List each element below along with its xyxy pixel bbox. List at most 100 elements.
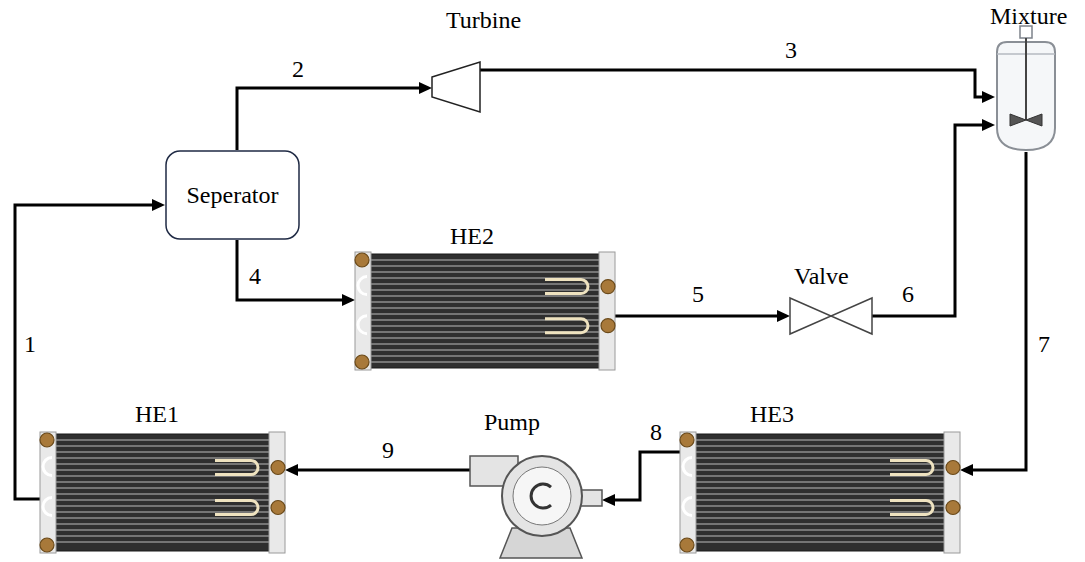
brass-nut [271,461,285,475]
tube-line [54,469,271,471]
end-cap [944,432,960,553]
return-pipe [43,498,52,516]
component-label: Turbine [446,6,521,34]
u-bend [215,461,258,475]
tube-line [369,301,601,303]
flow-line [285,464,470,476]
pump-volute [513,467,571,525]
turbine-symbol: Turbine [432,62,480,112]
end-cap [680,432,696,553]
tube-line [694,457,946,459]
return-pipe [358,277,367,295]
tube-line [694,535,946,537]
valve-outline [790,298,831,334]
tube-line [369,343,601,345]
arrow-head [982,119,995,131]
tube-line [54,523,271,525]
u-bend [890,501,933,515]
arrow-head [777,310,790,322]
return-pipe [43,458,52,476]
stream-line [615,315,777,318]
tube-line [694,463,946,465]
tube-line [54,451,271,453]
brass-nut [601,280,615,294]
u-bend [215,501,258,515]
flow-line [237,240,355,306]
arrow-head [602,494,615,506]
tube-line [54,535,271,537]
return-pipe [683,458,692,476]
heat-exchanger: HE1 [40,430,285,555]
tube-bundle [692,434,948,551]
tube-line [54,463,271,465]
tube-line [369,361,601,363]
tube-line [694,505,946,507]
stream-line [973,152,1026,470]
tube-line [369,325,601,327]
tube-line [694,445,946,447]
tube-line [369,265,601,267]
stream-line [237,88,419,150]
tube-line [54,439,271,441]
turbine-outline [432,62,480,112]
pump-symbol-graphic [470,448,602,558]
brass-nut [946,461,960,475]
stream-number: 7 [1036,330,1052,358]
stream-number: 2 [290,55,306,83]
arrow-head [152,199,165,211]
component-label: HE3 [750,400,794,428]
valve-outline [831,298,872,334]
flow-line [602,452,680,506]
flow-line [960,152,1026,476]
tube-line [694,487,946,489]
pump-impeller [531,484,551,508]
valve-symbol: Valve [790,298,872,334]
tube-line [694,523,946,525]
arrow-head [285,464,298,476]
flow-line [237,82,432,150]
stream-number: 6 [900,280,916,308]
component-label: HE1 [135,400,179,428]
brass-nut [355,253,369,267]
return-pipe [683,498,692,516]
tube-line [54,511,271,513]
component-label: Mixture [990,2,1067,30]
stream-line [480,70,982,97]
end-cap [269,432,285,553]
tube-line [54,541,271,543]
heat-exchanger: HE3 [680,430,960,555]
tube-bundle [52,434,273,551]
tube-line [369,355,601,357]
arrow-head [419,82,432,94]
tube-line [694,541,946,543]
tube-line [369,271,601,273]
end-cap [599,252,615,370]
tube-line [54,517,271,519]
tube-line [694,439,946,441]
heat-exchanger-graphic [355,250,615,372]
tube-line [694,511,946,513]
arrow-head [342,294,355,306]
stream-number: 5 [690,280,706,308]
tube-line [369,349,601,351]
tube-line [369,337,601,339]
component-label: Valve [794,262,849,290]
end-cap [40,432,56,553]
arrow-head [982,91,995,103]
separator-box: Seperator [165,150,300,240]
return-pipe [358,316,367,334]
stream-line [615,452,680,500]
stream-number: 9 [380,436,396,464]
stream-number: 1 [22,330,38,358]
flow-line [480,70,995,103]
tube-line [694,451,946,453]
pump-casing [502,456,582,536]
arrow-head [960,464,973,476]
brass-nut [680,538,694,552]
component-label: Seperator [187,181,279,209]
heat-exchanger: HE2 [355,250,615,372]
stream-line [872,125,982,316]
separator-outline [166,151,299,239]
tube-line [54,505,271,507]
brass-nut [271,501,285,515]
